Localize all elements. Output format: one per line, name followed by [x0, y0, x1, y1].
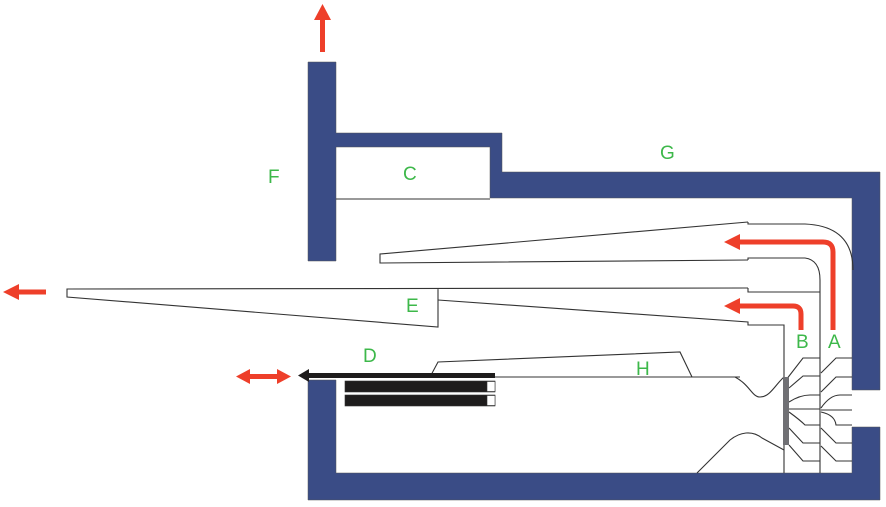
label-d: D [363, 346, 377, 367]
outer-duct-line [747, 222, 854, 271]
arrow-d-shaft [248, 374, 280, 379]
duct-line-2 [747, 257, 821, 473]
arrow-d-left-icon [236, 369, 250, 384]
arrow-left-shaft [17, 289, 46, 295]
plate-e [66, 287, 749, 328]
bar-d-top [305, 373, 495, 378]
bar-d-1-end [486, 381, 496, 392]
arrow-d-right-icon [277, 369, 291, 384]
lower-wall [307, 379, 881, 501]
label-b: B [796, 332, 809, 353]
bar-d-1 [344, 380, 496, 393]
lower-taper-plate [437, 299, 785, 473]
arrow-b-shaft [738, 303, 804, 330]
arrow-b-head-icon [724, 298, 740, 314]
bar-d-2-end [486, 395, 496, 406]
upper-taper-plate [379, 221, 749, 264]
wave-lower [696, 432, 785, 474]
fan-lines-b [785, 357, 820, 462]
label-g: G [660, 143, 675, 164]
bar-d-2 [344, 394, 496, 407]
plate-b [783, 377, 789, 445]
label-c: C [403, 164, 417, 185]
arrow-up-icon [314, 4, 331, 20]
upper-wall [307, 61, 881, 391]
arrow-up-shaft [320, 18, 325, 52]
arrow-left-icon [3, 284, 19, 300]
arrow-a-shaft [738, 239, 836, 330]
arrow-a-head-icon [724, 234, 740, 250]
duct-line-3 [747, 288, 820, 293]
wave-upper [734, 376, 785, 398]
label-h: H [636, 359, 650, 380]
plate-h [429, 351, 693, 378]
label-a: A [828, 332, 841, 353]
fan-lines-a [820, 357, 852, 462]
label-e: E [406, 296, 419, 317]
label-f: F [268, 167, 280, 188]
bar-d-tip-icon [298, 369, 309, 382]
